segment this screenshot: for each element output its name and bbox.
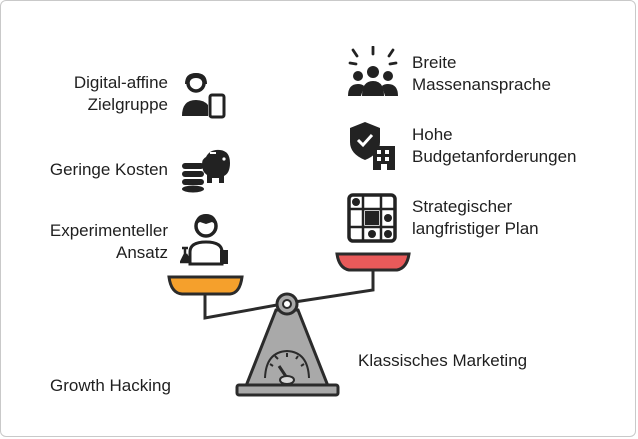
person-phone-icon — [180, 70, 230, 120]
left-pan — [167, 275, 244, 296]
left-item-2-label: Geringe Kosten — [49, 160, 168, 179]
strategy-board-icon — [347, 193, 399, 245]
scale-foot — [235, 383, 340, 397]
scientist-flask-icon — [180, 212, 232, 266]
scale-base — [243, 308, 331, 388]
audience-group-icon — [347, 46, 399, 98]
right-pan — [335, 252, 411, 272]
left-side-label: Growth Hacking — [50, 376, 171, 395]
right-side-label: Klassisches Marketing — [358, 351, 528, 370]
scale-gauge — [264, 349, 310, 379]
piggy-bank-coins-icon — [180, 145, 232, 193]
shield-building-icon — [347, 120, 399, 172]
